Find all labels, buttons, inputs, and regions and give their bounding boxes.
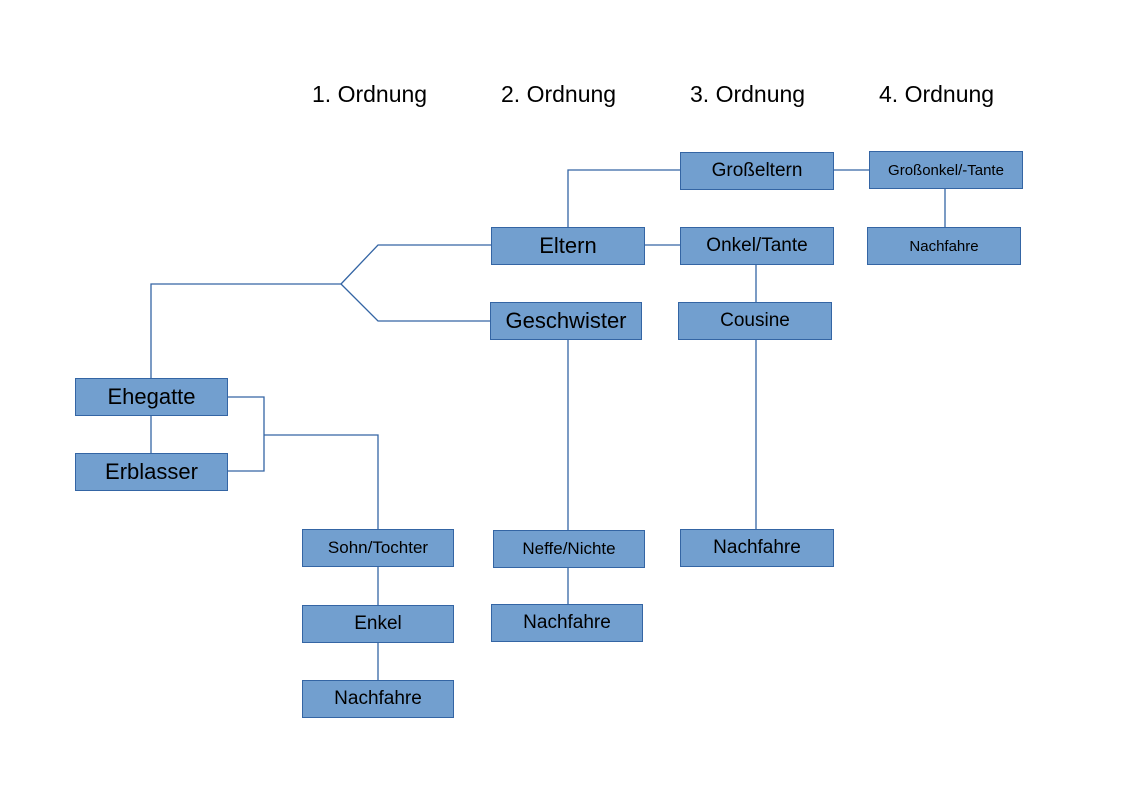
node-erblasser: Erblasser <box>75 453 228 491</box>
header-order-4: 4. Ordnung <box>879 81 995 107</box>
node-geschwister: Geschwister <box>490 302 642 340</box>
node-onkel-tante: Onkel/Tante <box>680 227 834 265</box>
node-neffe-nichte: Neffe/Nichte <box>493 530 645 568</box>
node-nachfahre-order-3: Nachfahre <box>680 529 834 567</box>
connector-bracket <box>228 396 265 472</box>
node-nachfahre-order-2: Nachfahre <box>491 604 643 642</box>
node-grossonkel-tante: Großonkel/-Tante <box>869 151 1023 189</box>
header-order-1: 1. Ordnung <box>312 81 428 107</box>
connector-fork-geschwister <box>340 283 491 322</box>
node-ehegatte: Ehegatte <box>75 378 228 416</box>
connector-ehegatte-fork <box>150 283 341 378</box>
node-nachfahre-order-1: Nachfahre <box>302 680 454 718</box>
connector-bracket-sohn <box>264 434 379 529</box>
node-enkel: Enkel <box>302 605 454 643</box>
node-cousine: Cousine <box>678 302 832 340</box>
node-nachfahre-order-4: Nachfahre <box>867 227 1021 265</box>
header-order-2: 2. Ordnung <box>501 81 617 107</box>
header-order-3: 3. Ordnung <box>690 81 806 107</box>
connector-fork-eltern <box>340 244 491 285</box>
connector-eltern-grosseltern <box>567 169 680 227</box>
node-sohn-tochter: Sohn/Tochter <box>302 529 454 567</box>
node-grosseltern: Großeltern <box>680 152 834 190</box>
node-eltern: Eltern <box>491 227 645 265</box>
